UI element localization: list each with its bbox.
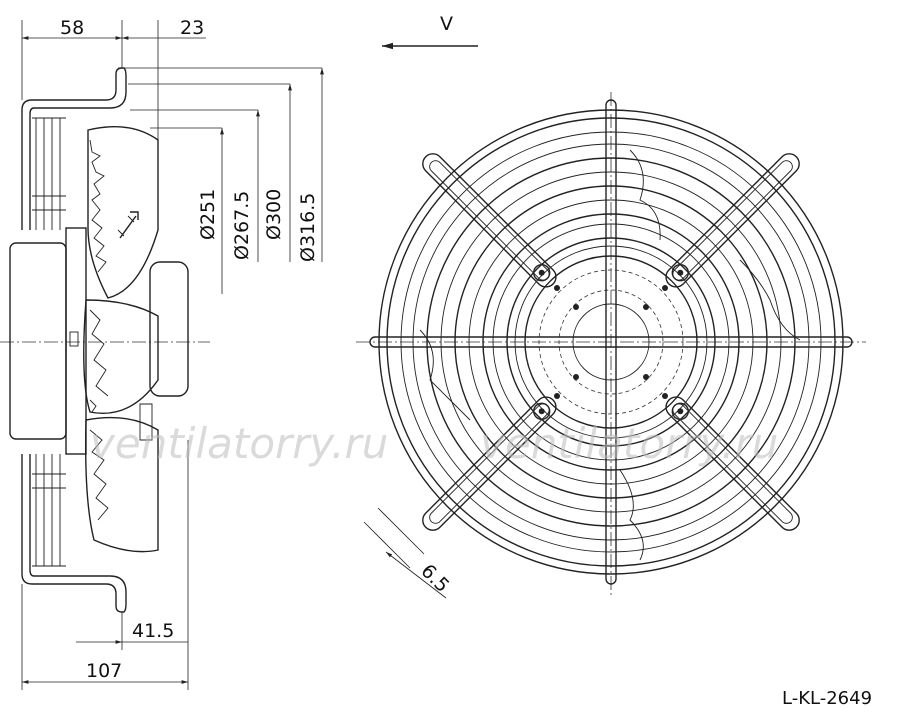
mounting-hole <box>554 393 560 399</box>
mounting-hole <box>643 374 649 380</box>
mounting-arm <box>422 153 557 288</box>
dim-depth-41-5: 41.5 <box>132 620 174 642</box>
blade-outlines <box>419 149 801 561</box>
mounting-hole <box>554 285 560 291</box>
mounting-arm <box>422 396 557 531</box>
watermark: ventilatorry.ru <box>480 419 778 468</box>
motor-flange <box>65 227 87 455</box>
rear-guard <box>21 67 127 613</box>
mounting-hole <box>573 374 579 380</box>
impeller-hub <box>149 261 189 397</box>
mounting-hole <box>643 304 649 310</box>
front-view: 6.5 <box>356 92 866 599</box>
dim-depth-23: 23 <box>180 17 204 39</box>
dim-dia-267-5: Ø267.5 <box>231 191 253 260</box>
impeller-blade <box>87 125 159 299</box>
motor-body <box>9 242 67 440</box>
mounting-hole <box>662 393 668 399</box>
mounting-hole <box>662 285 668 291</box>
guard-bars <box>369 99 853 585</box>
motor-face <box>524 255 698 429</box>
mounting-hole <box>573 304 579 310</box>
dim-dia-316-5: Ø316.5 <box>297 193 319 262</box>
watermark: ventilatorry.ru <box>90 419 388 468</box>
dim-hole-6-5: 6.5 <box>416 560 453 597</box>
airflow-indicator: V <box>382 13 478 50</box>
dim-dia-251: Ø251 <box>197 189 219 240</box>
impeller-blade <box>84 403 159 553</box>
front-guard-rings <box>378 109 844 575</box>
mounting-arm <box>665 396 800 531</box>
dim-depth-107: 107 <box>86 660 122 682</box>
dim-depth-58: 58 <box>60 17 84 39</box>
airflow-label: V <box>440 13 453 35</box>
impeller-blade <box>83 299 159 414</box>
mounting-arm <box>665 153 800 288</box>
side-view: Ø251 Ø267.5 Ø300 Ø316.5 58 23 41.5 107 <box>0 17 324 690</box>
diameter-extension-lines <box>118 67 324 294</box>
dim-dia-300: Ø300 <box>263 189 285 240</box>
drawing-code: L-KL-2649 <box>782 688 872 709</box>
